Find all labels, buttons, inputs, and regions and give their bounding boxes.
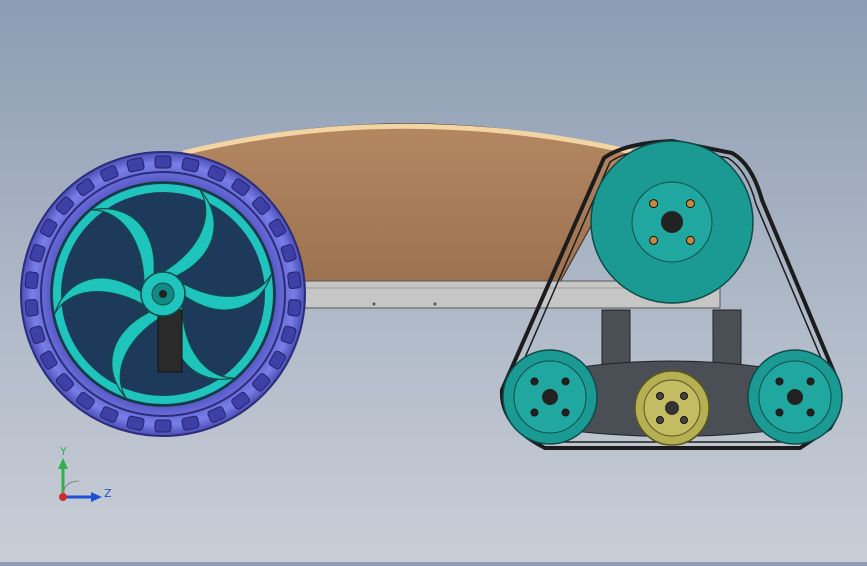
- tire-tread-block: [24, 299, 39, 317]
- bolt-hole: [775, 408, 784, 417]
- tire-tread-block: [181, 415, 200, 431]
- tire-tread-block: [126, 415, 145, 431]
- bolt-hole: [561, 377, 570, 386]
- wheel-spokes: [53, 189, 273, 399]
- tire-tread-block: [40, 218, 58, 238]
- tire-tread-block: [287, 299, 302, 317]
- idler-pulley: [634, 370, 710, 446]
- tire-tread-block: [231, 391, 250, 410]
- wheel-motor: [157, 309, 183, 373]
- bolt-hole: [685, 235, 695, 245]
- tire-tread-block: [76, 391, 95, 410]
- tire-tread-block: [55, 196, 74, 215]
- tire-tread-block: [252, 196, 271, 215]
- wheel-spoke: [91, 208, 155, 284]
- coordinate-triad-icon: Y Z: [58, 445, 112, 502]
- bolt-hole: [680, 416, 689, 425]
- tire-tread-block: [154, 419, 172, 433]
- tire-tread-block: [280, 325, 297, 344]
- rail-hole: [372, 302, 376, 306]
- bolt-hole: [655, 416, 664, 425]
- bolt-hole: [685, 199, 695, 209]
- wheel-spoke: [180, 273, 273, 311]
- bolt-hole: [775, 377, 784, 386]
- bolt-hole: [806, 377, 815, 386]
- tire-tread-block: [268, 218, 286, 238]
- bolt-hole: [649, 199, 659, 209]
- wheel-spoke: [111, 309, 164, 399]
- tire-tread-block: [100, 406, 119, 423]
- rail-hole: [433, 302, 437, 306]
- axis-z-label: Z: [104, 487, 112, 500]
- front-wheel: [20, 151, 306, 437]
- wheel-spoke: [162, 189, 215, 279]
- tire-tread-block: [40, 350, 58, 370]
- tire-tread-block: [207, 406, 226, 423]
- tire-tread-block: [76, 178, 95, 197]
- tire-tread-block: [207, 165, 226, 182]
- tire-tread-block: [126, 157, 145, 173]
- bolt-hole: [655, 391, 664, 400]
- bolt-hole: [561, 408, 570, 417]
- body-top-edge: [182, 123, 633, 156]
- tire-tread-block: [287, 271, 302, 289]
- tire-tread-block: [268, 350, 286, 370]
- bolt-hole: [680, 391, 689, 400]
- bolt-hole: [806, 408, 815, 417]
- tire-tread-block: [154, 155, 172, 169]
- tire-tread-block: [252, 373, 271, 392]
- tire-tread-block: [24, 271, 39, 289]
- bolt-hole: [530, 377, 539, 386]
- tire-tread-block: [100, 165, 119, 182]
- bolt-hole: [649, 235, 659, 245]
- tire-tread-block: [29, 244, 46, 263]
- tire-tread-pattern: [24, 155, 302, 433]
- drive-pulley: [590, 140, 754, 304]
- axis-y-label: Y: [59, 445, 67, 458]
- wheel-spoke: [53, 277, 146, 315]
- tire-tread-block: [29, 325, 46, 344]
- tire-tread-block: [55, 373, 74, 392]
- track-pulley-right: [747, 349, 843, 445]
- tire-tread-block: [280, 244, 297, 263]
- tire-tread-block: [181, 157, 200, 173]
- bolt-hole: [530, 408, 539, 417]
- tire-tread-block: [231, 178, 250, 197]
- track-pulley-left: [502, 349, 598, 445]
